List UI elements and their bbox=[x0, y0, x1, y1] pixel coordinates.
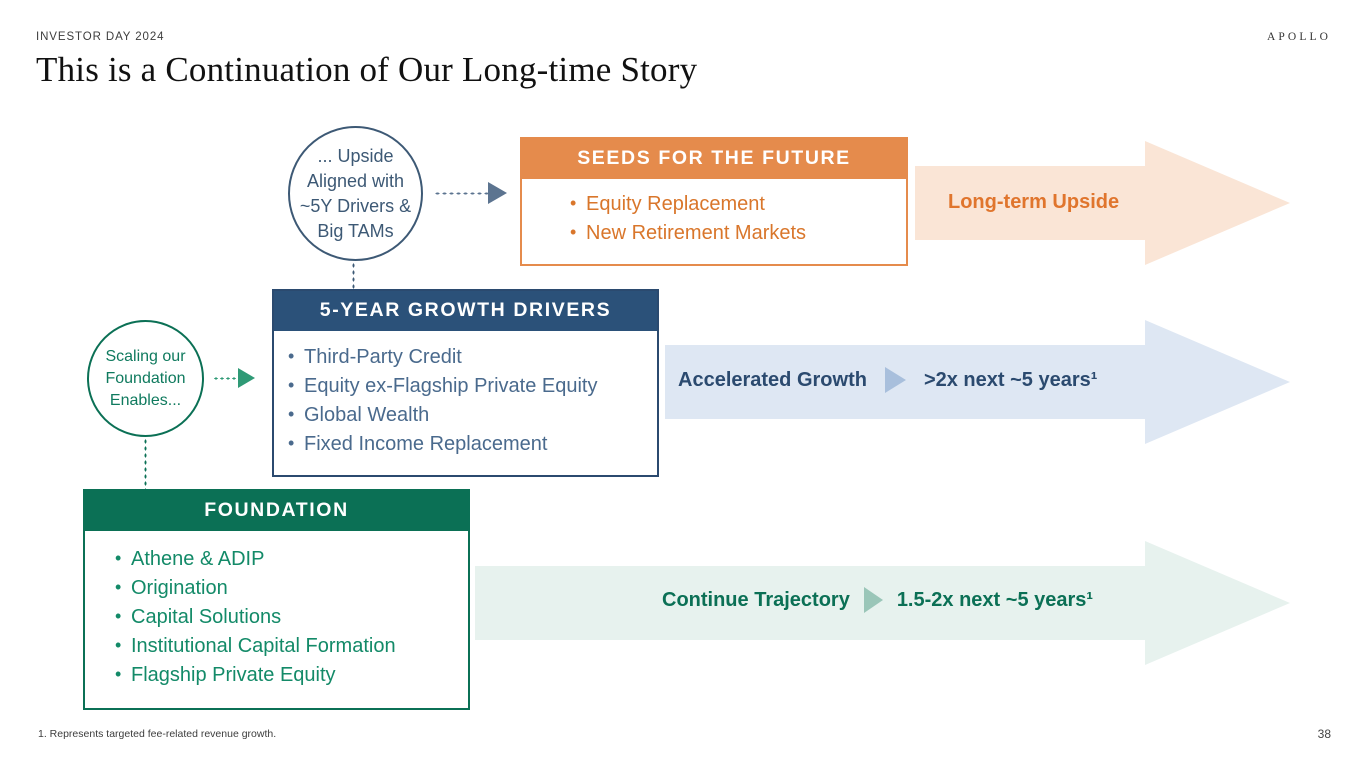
dotted-connector-upside-to-drivers bbox=[352, 262, 355, 289]
panel-seeds-for-the-future[interactable]: SEEDS FOR THE FUTURE Equity Replacement … bbox=[520, 137, 908, 266]
panel-list-drivers: Third-Party Credit Equity ex-Flagship Pr… bbox=[274, 342, 657, 459]
footnote: 1. Represents targeted fee-related reven… bbox=[38, 728, 277, 740]
circle-scaling-text: Scaling our Foundation Enables... bbox=[105, 346, 185, 412]
band-label-continue-trajectory: Continue Trajectory 1.5-2x next ~5 years… bbox=[662, 587, 1093, 613]
band-accelerated-growth bbox=[665, 320, 1290, 444]
band-label-text: Long-term Upside bbox=[948, 191, 1120, 213]
band-long-term-upside bbox=[915, 141, 1290, 265]
panel-header-seeds: SEEDS FOR THE FUTURE bbox=[522, 139, 906, 179]
circle-scaling-foundation[interactable]: Scaling our Foundation Enables... bbox=[87, 320, 204, 437]
panel-body-seeds: Equity Replacement New Retirement Market… bbox=[522, 179, 906, 264]
panel-five-year-growth-drivers[interactable]: 5-YEAR GROWTH DRIVERS Third-Party Credit… bbox=[272, 289, 659, 477]
list-item: Origination bbox=[85, 573, 468, 603]
page-title: This is a Continuation of Our Long-time … bbox=[36, 50, 698, 89]
list-item: Third-Party Credit bbox=[274, 342, 657, 372]
circle-scaling-line-1: Scaling our bbox=[105, 347, 186, 365]
band-value-text: 1.5-2x next ~5 years¹ bbox=[896, 588, 1094, 611]
band-continue-trajectory bbox=[475, 541, 1290, 665]
list-item: Institutional Capital Formation bbox=[85, 631, 468, 661]
eyebrow-label: INVESTOR DAY 2024 bbox=[36, 31, 165, 43]
band-label-long-term-upside: Long-term Upside bbox=[948, 191, 1119, 214]
page-number: 38 bbox=[1317, 727, 1331, 741]
circle-upside-line-4: Big TAMs bbox=[317, 220, 394, 241]
panel-body-foundation: Athene & ADIP Origination Capital Soluti… bbox=[85, 531, 468, 708]
band-value-text: >2x next ~5 years¹ bbox=[923, 368, 1098, 391]
circle-scaling-line-2: Foundation bbox=[105, 369, 186, 387]
panel-header-drivers: 5-YEAR GROWTH DRIVERS bbox=[274, 291, 657, 331]
list-item: New Retirement Markets bbox=[522, 218, 906, 248]
triangle-right-icon bbox=[884, 367, 906, 393]
triangle-right-icon bbox=[863, 587, 883, 613]
dotted-connector-scaling-to-drivers bbox=[213, 377, 239, 380]
band-shaft bbox=[915, 166, 1146, 240]
list-item: Equity ex-Flagship Private Equity bbox=[274, 371, 657, 401]
list-item: Athene & ADIP bbox=[85, 544, 468, 574]
band-arrowhead bbox=[1145, 141, 1290, 265]
dotted-connector-upside-to-seeds bbox=[434, 192, 489, 195]
list-item: Flagship Private Equity bbox=[85, 660, 468, 690]
panel-list-seeds: Equity Replacement New Retirement Market… bbox=[522, 189, 906, 248]
panel-header-foundation: FOUNDATION bbox=[85, 491, 468, 531]
panel-foundation[interactable]: FOUNDATION Athene & ADIP Origination Cap… bbox=[83, 489, 470, 710]
band-arrowhead bbox=[1145, 320, 1290, 444]
apollo-logo: APOLLO bbox=[1267, 31, 1331, 43]
list-item: Fixed Income Replacement bbox=[274, 429, 657, 459]
band-label-text: Accelerated Growth bbox=[678, 368, 867, 391]
band-label-accelerated-growth: Accelerated Growth >2x next ~5 years¹ bbox=[678, 367, 1097, 393]
band-shaft bbox=[475, 566, 1146, 640]
list-item: Global Wealth bbox=[274, 400, 657, 430]
band-arrowhead bbox=[1145, 541, 1290, 665]
circle-scaling-line-3: Enables... bbox=[109, 391, 182, 409]
circle-upside-line-2: Aligned with bbox=[306, 170, 405, 191]
panel-body-drivers: Third-Party Credit Equity ex-Flagship Pr… bbox=[274, 331, 657, 475]
list-item: Capital Solutions bbox=[85, 602, 468, 632]
arrow-right-icon bbox=[488, 182, 507, 204]
list-item: Equity Replacement bbox=[522, 189, 906, 219]
circle-upside-line-3: ~5Y Drivers & bbox=[299, 195, 412, 216]
circle-upside-line-1: ... Upside bbox=[317, 145, 394, 166]
dotted-connector-scaling-to-foundation bbox=[144, 438, 147, 489]
circle-upside-text: ... Upside Aligned with ~5Y Drivers & Bi… bbox=[300, 144, 411, 244]
arrow-right-icon bbox=[238, 368, 255, 388]
band-label-text: Continue Trajectory bbox=[662, 588, 850, 611]
panel-list-foundation: Athene & ADIP Origination Capital Soluti… bbox=[85, 544, 468, 690]
circle-upside-aligned[interactable]: ... Upside Aligned with ~5Y Drivers & Bi… bbox=[288, 126, 423, 261]
